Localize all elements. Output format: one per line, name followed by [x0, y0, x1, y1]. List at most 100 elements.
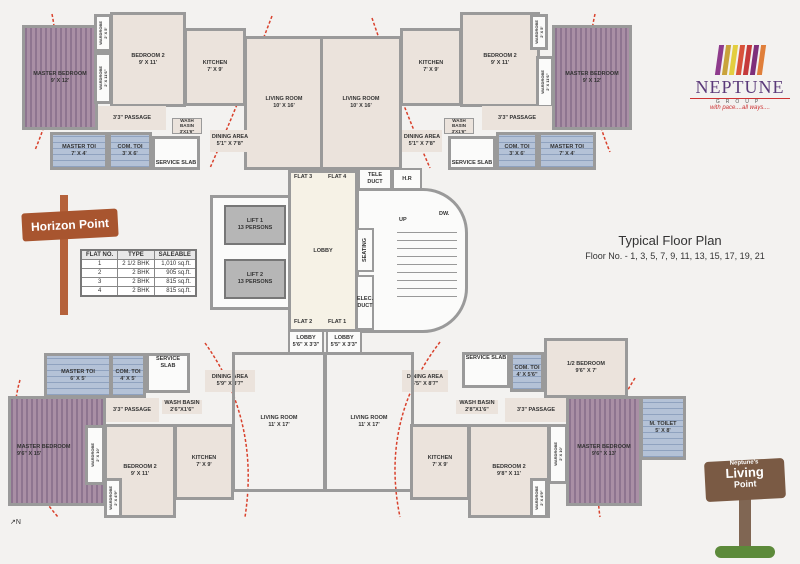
room-dim: 2' X 5' — [103, 27, 108, 39]
room-dim: 2' X 5' — [539, 26, 544, 38]
header-type: TYPE — [117, 249, 155, 260]
tele-duct: TELE DUCT — [358, 168, 392, 190]
room-name: 1/2 BEDROOM — [567, 361, 605, 368]
room-name: COM. TOI — [115, 368, 141, 375]
seating-label: SEATING — [361, 237, 368, 263]
lobby-label: LOBBY — [334, 335, 354, 342]
room-name: COM. TOI — [117, 144, 143, 151]
brand-group: GROUP — [715, 99, 765, 105]
room-dim: 5' X 8' — [655, 428, 671, 434]
floor-numbers: Floor No. - 1, 3, 5, 7, 9, 11, 13, 15, 1… — [585, 251, 765, 261]
sign-pole — [739, 495, 751, 550]
room-dim: 2'8"X1'6" — [465, 407, 489, 413]
cell: 2 — [80, 268, 119, 278]
north-arrow-icon: ↗N — [10, 519, 21, 526]
grass — [715, 546, 775, 558]
room-dim: 3' X 6' — [122, 151, 138, 157]
room-name: DINING AREA — [403, 134, 441, 141]
lift-name: LIFT 2 — [246, 272, 264, 279]
service-slab: SERVICE SLAB — [462, 352, 510, 388]
room-dim: 7' X 9' — [423, 67, 439, 73]
north-label: N — [15, 519, 21, 526]
room-dim: 7' X 9' — [432, 462, 448, 468]
room-name: 3'3" PASSAGE — [516, 406, 556, 413]
room-dim: 6'5" X 8'7" — [411, 381, 439, 387]
room-dim: 9' X 11' — [130, 471, 150, 477]
room-dim: 9'8" X 11' — [497, 471, 521, 477]
room-name: WASH BASIN — [179, 117, 194, 129]
room-dim: 10' X 16' — [273, 103, 295, 109]
room-dim: 2' X 4'9" — [113, 490, 118, 506]
room-dim: 5'1" X 7'8" — [408, 141, 436, 147]
neptune-logo: NEPTUNE GROUP with pace....all ways.... — [690, 45, 790, 111]
room-name: COM. TOI — [514, 365, 540, 372]
room-dim: 2' X 11'6" — [545, 73, 550, 91]
passage: 3'3" PASSAGE — [98, 106, 166, 130]
room-name: KITCHEN — [191, 455, 217, 462]
room-dim: 2' X 10' — [558, 447, 563, 461]
room-name: 3'3" PASSAGE — [497, 114, 537, 121]
logo-bars — [690, 45, 790, 75]
room-name: 3'3" PASSAGE — [112, 406, 152, 413]
cell: 4 — [80, 286, 119, 297]
room-dim: 5'9" X 8'7" — [216, 381, 244, 387]
room-name: BEDROOM 2 — [483, 52, 517, 59]
hr-room: H.R — [392, 168, 422, 190]
stair-up-label: UP — [399, 217, 407, 223]
lift-2: LIFT 213 persons — [224, 259, 286, 299]
lobby: LOBBY — [288, 170, 358, 332]
duct-label: TELE DUCT — [367, 172, 383, 185]
lift-capacity: 13 persons — [237, 279, 273, 285]
brand-name: NEPTUNE — [690, 77, 790, 99]
header-flat-no: FLAT NO. — [80, 249, 119, 260]
cell: 2 BHK — [117, 286, 155, 297]
stair-treads — [397, 227, 457, 297]
cell: 815 sq.ft. — [153, 286, 197, 297]
cell: 1 — [80, 259, 119, 269]
room-dim: 9' X 12' — [50, 77, 70, 84]
room-name: SERVICE SLAB — [465, 355, 507, 361]
room-dim: 9' X 11' — [138, 59, 158, 66]
room-name: LIVING ROOM — [260, 415, 298, 422]
room-name: M. TOILET — [649, 421, 677, 428]
room-dim: 4' X 5' — [120, 375, 136, 382]
brand-tagline: with pace....all ways.... — [709, 105, 771, 111]
stair-down-label: DW. — [439, 211, 450, 217]
room-dim: 3' X 6' — [509, 151, 525, 157]
lift-1: LIFT 113 persons — [224, 205, 286, 245]
room-name: LIVING ROOM — [350, 415, 388, 422]
cell: 3 — [80, 277, 119, 287]
room-dim: 5'1" X 7'8" — [216, 141, 244, 147]
flat-4-label: FLAT 4 — [328, 174, 347, 180]
room-dim: 2' X 11'6" — [103, 69, 108, 87]
flat-2-label: FLAT 2 — [294, 319, 313, 325]
room-dim: 9'6" X 13' — [591, 451, 617, 457]
room-name: MASTER BEDROOM — [577, 444, 631, 451]
flat-3-label: FLAT 3 — [294, 174, 313, 180]
room-dim: 7' X 4' — [559, 151, 575, 157]
room-dim: 9'6" X 15' — [17, 451, 42, 457]
sign-board: Neptune's Living Point — [704, 457, 786, 503]
room-dim: 7' X 9' — [207, 67, 223, 73]
